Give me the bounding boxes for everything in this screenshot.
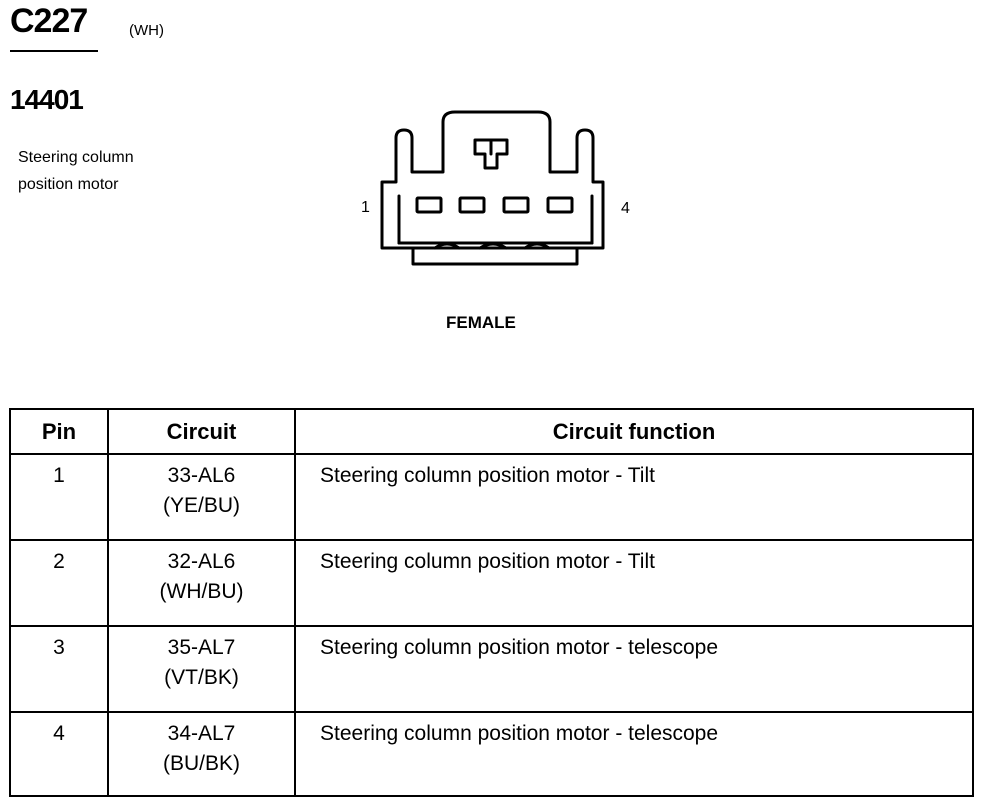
circuit-id: 34-AL7 bbox=[167, 722, 236, 745]
connector-id: C227 bbox=[10, 2, 88, 40]
pin-label-right: 4 bbox=[621, 200, 630, 217]
pin-cavity-1 bbox=[415, 196, 443, 214]
circuit-function: Steering column position motor - telesco… bbox=[294, 625, 974, 713]
wire-color: (BU/BK) bbox=[162, 752, 240, 775]
latch-bump bbox=[523, 242, 551, 250]
latch-bump bbox=[478, 242, 508, 250]
locking-tab bbox=[473, 138, 509, 170]
circuit-cell: 33-AL6 (YE/BU) bbox=[107, 453, 296, 541]
circuit-cell: 35-AL7 (VT/BK) bbox=[107, 625, 296, 713]
circuit-function: Steering column position motor - telesco… bbox=[294, 711, 974, 797]
circuit-function: Steering column position motor - Tilt bbox=[294, 453, 974, 541]
circuit-function: Steering column position motor - Tilt bbox=[294, 539, 974, 627]
header-pin: Pin bbox=[9, 408, 109, 455]
housing-bottom-rail bbox=[411, 246, 579, 266]
connector-gender-label: FEMALE bbox=[446, 313, 516, 332]
part-number: 14401 bbox=[10, 84, 84, 115]
connector-face-diagram: 1 4 bbox=[361, 110, 630, 266]
header-circuit: Circuit bbox=[107, 408, 296, 455]
wire-color: (YE/BU) bbox=[162, 494, 240, 517]
circuit-cell: 32-AL6 (WH/BU) bbox=[107, 539, 296, 627]
pin-cavity-4 bbox=[546, 196, 574, 214]
circuit-cell: 34-AL7 (BU/BK) bbox=[107, 711, 296, 797]
table-header-row: Pin Circuit Circuit function bbox=[9, 408, 974, 455]
connector-housing-outline bbox=[380, 110, 605, 250]
pin-cavity-3 bbox=[502, 196, 530, 214]
table-row: 3 35-AL7 (VT/BK) Steering column positio… bbox=[9, 625, 974, 713]
table-row: 1 33-AL6 (YE/BU) Steering column positio… bbox=[9, 453, 974, 541]
pin-number: 1 bbox=[9, 453, 109, 541]
connector-color: (WH) bbox=[129, 22, 164, 39]
connector-id-underline bbox=[10, 50, 98, 52]
header-circuit-function: Circuit function bbox=[294, 408, 974, 455]
pinout-table: Pin Circuit Circuit function 1 33-AL6 (Y… bbox=[9, 408, 974, 797]
pin-number: 4 bbox=[9, 711, 109, 797]
wire-color: (VT/BK) bbox=[164, 666, 239, 689]
component-name: Steering column position motor bbox=[18, 149, 134, 193]
pin-label-left: 1 bbox=[361, 199, 370, 216]
circuit-id: 32-AL6 bbox=[167, 550, 236, 573]
table-row: 2 32-AL6 (WH/BU) Steering column positio… bbox=[9, 539, 974, 627]
table-row: 4 34-AL7 (BU/BK) Steering column positio… bbox=[9, 711, 974, 797]
circuit-id: 33-AL6 bbox=[167, 464, 236, 487]
circuit-id: 35-AL7 bbox=[167, 636, 236, 659]
latch-bump bbox=[433, 242, 461, 250]
pin-number: 3 bbox=[9, 625, 109, 713]
pin-cavity-2 bbox=[458, 196, 486, 214]
pin-number: 2 bbox=[9, 539, 109, 627]
wire-color: (WH/BU) bbox=[159, 580, 244, 603]
